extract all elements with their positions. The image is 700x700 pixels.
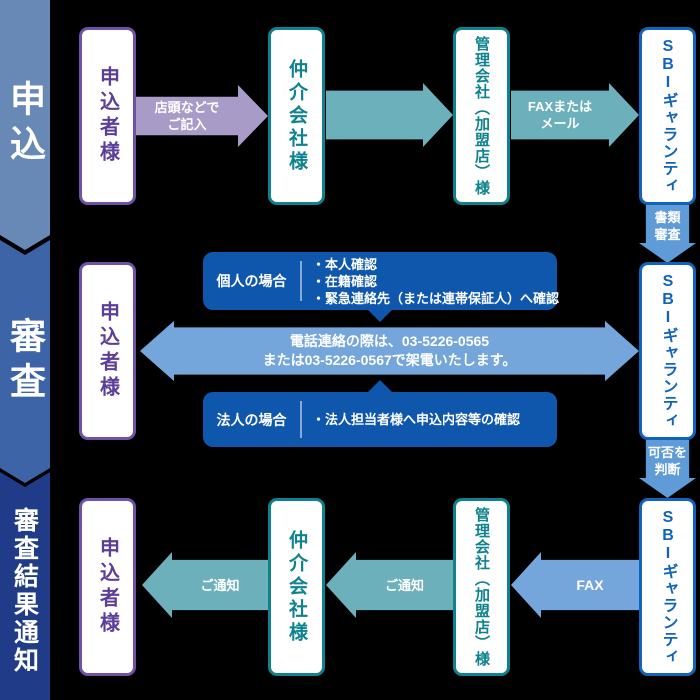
arrow-label: FAX <box>576 576 604 593</box>
box-manager-row3: 管理会社（加盟店）様 <box>453 498 510 676</box>
case-items: ・法人担当者様へ申込内容等の確認 <box>302 411 520 428</box>
arrow-label: 書類 審査 <box>654 210 681 242</box>
box-label: 管理会社（加盟店）様 <box>473 36 490 196</box>
box-manager-row1: 管理会社（加盟店）様 <box>453 27 510 205</box>
box-label: SBIギャランティ <box>659 509 677 665</box>
box-label: SBIギャランティ <box>659 273 677 429</box>
arrow-fax-mail: FAXまたは メール <box>511 83 639 147</box>
box-applicant-row1: 申込者様 <box>79 27 136 205</box>
stage-label: 申込 <box>4 80 46 170</box>
case-label: 個人の場合 <box>216 273 287 289</box>
case-item: ・緊急連絡先（または連帯保証人）へ確認 <box>312 290 560 306</box>
stage-banner-result: 審査結果通知 <box>0 472 50 700</box>
arrow-notify-broker-to-applicant: ご通知 <box>142 552 268 618</box>
arrow-label: ご通知 <box>200 577 240 593</box>
arrow-label: 電話連絡の際は、03-5226-0565 または03-5226-0567で架電い… <box>262 333 517 368</box>
case-item: ・法人担当者様へ申込内容等の確認 <box>312 412 521 427</box>
arrow-judgement-down: 可否を 判断 <box>639 440 696 498</box>
box-broker-row3: 仲介会社様 <box>268 498 325 676</box>
box-label: SBIギャランティ <box>659 38 677 194</box>
box-applicant-row3: 申込者様 <box>79 498 136 676</box>
stage-banner-apply: 申込 <box>0 0 50 250</box>
case-label: 法人の場合 <box>216 411 287 428</box>
box-label: 申込者様 <box>96 66 119 166</box>
arrow-label: ご通知 <box>384 577 424 593</box>
stage-label: 審査 <box>4 316 46 407</box>
case-item: ・在籍確認 <box>312 273 378 289</box>
individual-case-box: 個人の場合 ・本人確認 ・在籍確認 ・緊急連絡先（または連帯保証人）へ確認 <box>203 252 559 322</box>
case-item: ・本人確認 <box>312 256 378 272</box>
box-label: 仲介会社様 <box>286 529 307 645</box>
arrow-broker-to-manager <box>326 83 453 147</box>
box-label: 申込者様 <box>96 537 119 637</box>
case-divider <box>300 261 302 301</box>
box-label: 申込者様 <box>96 301 119 401</box>
arrow-document-screening-down: 書類 審査 <box>639 205 696 263</box>
case-items: ・本人確認 ・在籍確認 ・緊急連絡先（または連帯保証人）へ確認 <box>302 256 559 307</box>
case-divider <box>300 401 302 438</box>
box-sbi-row1: SBIギャランティ <box>639 27 696 205</box>
pointer-down-icon <box>367 309 393 322</box>
arrow-label: 店頭などで ご記入 <box>154 100 220 132</box>
box-label: 仲介会社様 <box>286 58 307 174</box>
pointer-up-icon <box>367 380 393 393</box>
arrow-phone-both-ways: 電話連絡の際は、03-5226-0565 または03-5226-0567で架電い… <box>140 319 639 383</box>
arrow-fax-result: FAX <box>511 552 639 618</box>
box-label: 管理会社（加盟店）様 <box>473 507 490 667</box>
box-sbi-row2: SBIギャランティ <box>639 262 696 440</box>
arrow-notify-manager-to-broker: ご通知 <box>326 552 453 618</box>
box-sbi-row3: SBIギャランティ <box>639 498 696 676</box>
arrow-label: FAXまたは メール <box>527 99 593 131</box>
box-applicant-row2: 申込者様 <box>79 262 136 440</box>
arrow-label: 可否を 判断 <box>647 445 687 477</box>
stage-banner-screening: 審査 <box>0 240 50 483</box>
box-broker-row1: 仲介会社様 <box>268 27 325 205</box>
arrow-store-entry: 店頭などで ご記入 <box>136 85 268 147</box>
stage-label: 審査結果通知 <box>10 507 40 675</box>
corporate-case-box: 法人の場合 ・法人担当者様へ申込内容等の確認 <box>203 380 557 447</box>
